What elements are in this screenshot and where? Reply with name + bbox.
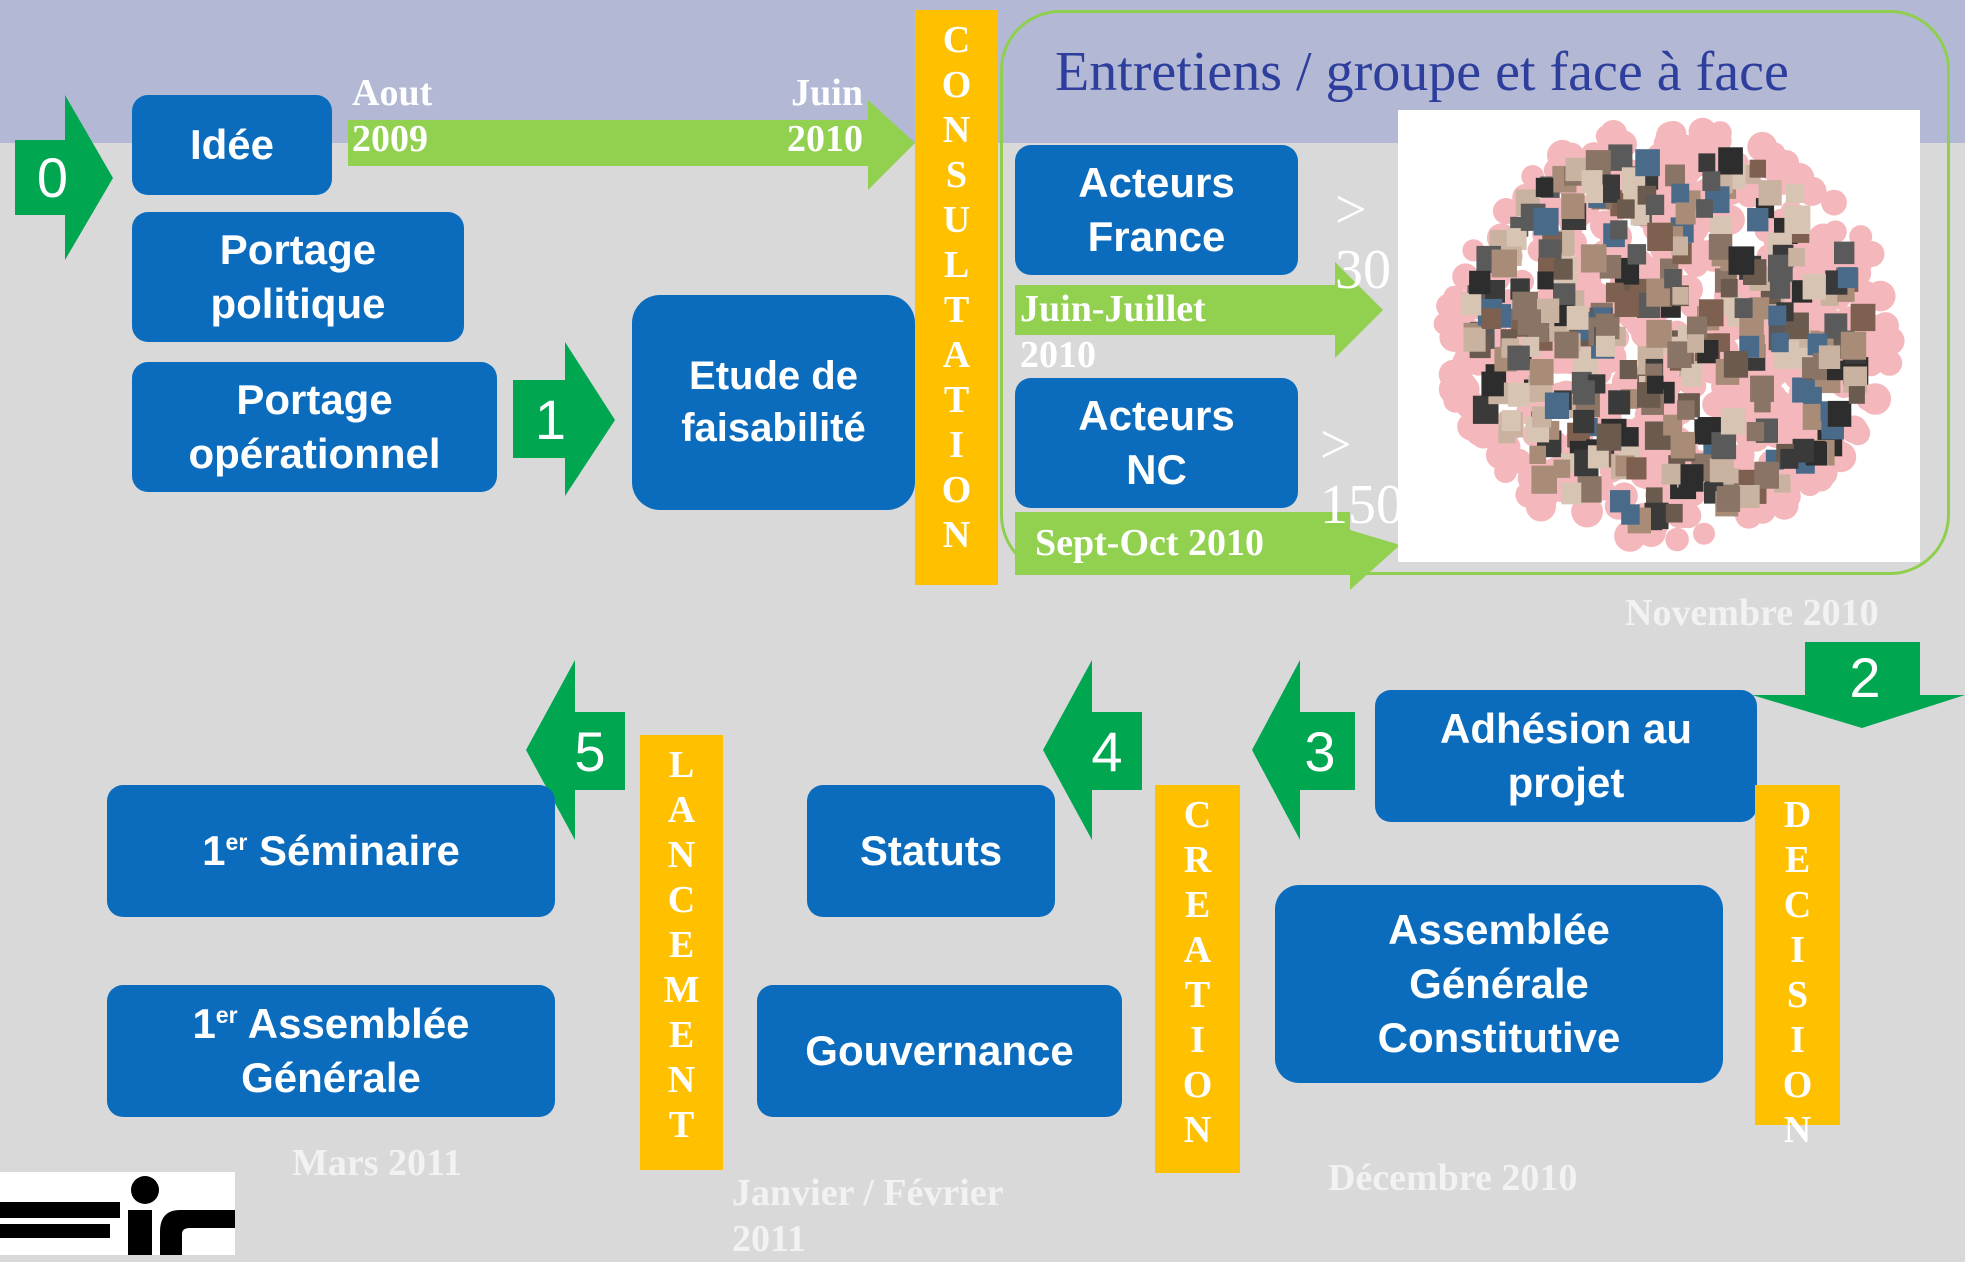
label-juin-juillet-2010: Juin-Juillet 2010 bbox=[1020, 288, 1206, 376]
timeline-arrow-juin-juillet bbox=[1015, 262, 1383, 358]
decision-letter: C bbox=[1783, 884, 1812, 926]
consultation-letter: U bbox=[942, 199, 971, 241]
consultation-letter: T bbox=[943, 379, 970, 421]
box-adhesion-projet: Adhésion au projet bbox=[1375, 690, 1757, 822]
step-4-arrow bbox=[1043, 660, 1142, 840]
label-juin-2010: Juin 2010 bbox=[787, 72, 863, 160]
interviews-outline bbox=[1000, 10, 1950, 575]
consultation-letter: L bbox=[943, 244, 970, 286]
step-2-number: 2 bbox=[1849, 645, 1881, 709]
lancement-letter: E bbox=[668, 1014, 695, 1056]
date-mars-2011: Mars 2011 bbox=[292, 1142, 462, 1184]
box-acteurs-france: Acteurs France bbox=[1015, 145, 1298, 275]
box-portage-operationnel: Portage opérationnel bbox=[132, 362, 497, 492]
date-novembre-2010: Novembre 2010 bbox=[1625, 592, 1879, 634]
box-acteurs-nc: Acteurs NC bbox=[1015, 378, 1298, 508]
diagram-title: Entretiens / groupe et face à face bbox=[1055, 41, 1789, 103]
creation-letter: I bbox=[1190, 1019, 1205, 1061]
step-4-number: 4 bbox=[1091, 719, 1123, 783]
decision-letter: O bbox=[1782, 1064, 1813, 1106]
box-idee: Idée bbox=[132, 95, 332, 195]
timeline-arrow-2009-2010 bbox=[348, 100, 915, 190]
consultation-letter: N bbox=[942, 109, 971, 151]
consultation-letter: N bbox=[942, 514, 971, 556]
lancement-letter: L bbox=[668, 744, 695, 786]
decision-letter: D bbox=[1783, 794, 1812, 836]
label-aout-2009: Aout 2009 bbox=[352, 72, 433, 160]
mosaic-image bbox=[1398, 110, 1920, 562]
creation-letter: A bbox=[1183, 929, 1212, 971]
decision-letter: N bbox=[1783, 1109, 1812, 1151]
organization-logo bbox=[0, 1172, 235, 1255]
lancement-letter: M bbox=[663, 969, 700, 1011]
decision-letter: S bbox=[1786, 974, 1809, 1016]
box-statuts: Statuts bbox=[807, 785, 1055, 917]
box-assemblee-constitutive: Assemblée Générale Constitutive bbox=[1275, 885, 1723, 1083]
decision-letter: I bbox=[1790, 1019, 1805, 1061]
step-1-number: 1 bbox=[534, 387, 567, 451]
box-etude-faisabilite: Etude de faisabilité bbox=[632, 295, 915, 510]
step-3-number: 3 bbox=[1304, 719, 1336, 783]
lancement-letter: N bbox=[667, 834, 696, 876]
label-sept-oct-2010: Sept-Oct 2010 bbox=[1035, 522, 1265, 564]
consultation-letter: T bbox=[943, 289, 970, 331]
creation-letter: R bbox=[1183, 839, 1212, 881]
box-portage-politique: Portage politique bbox=[132, 212, 464, 342]
lancement-letter: T bbox=[668, 1104, 695, 1146]
step-0-arrow bbox=[15, 95, 113, 260]
step-0-number: 0 bbox=[36, 146, 69, 209]
count-nc: > 150 bbox=[1320, 414, 1404, 536]
decision-letter: E bbox=[1784, 839, 1811, 881]
step-5-number: 5 bbox=[574, 719, 606, 783]
creation-letter: C bbox=[1183, 794, 1212, 836]
step-3-arrow bbox=[1252, 660, 1355, 840]
creation-letter: O bbox=[1182, 1064, 1213, 1106]
decision-letter: I bbox=[1790, 929, 1805, 971]
creation-letter: E bbox=[1184, 884, 1211, 926]
box-premier-seminaire: 1er Séminaire bbox=[107, 785, 555, 917]
consultation-letter: S bbox=[945, 154, 968, 196]
creation-letter: N bbox=[1183, 1109, 1212, 1151]
date-decembre-2010: Décembre 2010 bbox=[1328, 1157, 1578, 1199]
consultation-letter: I bbox=[949, 424, 964, 466]
consultation-letter: A bbox=[942, 334, 971, 376]
lancement-letter: A bbox=[667, 789, 696, 831]
date-janvier-fevrier-2011: Janvier / Février 2011 bbox=[732, 1172, 1004, 1260]
consultation-letter: C bbox=[942, 19, 971, 61]
count-france: > 30 bbox=[1335, 179, 1391, 301]
step-1-arrow bbox=[513, 342, 615, 496]
step-2-arrow bbox=[1752, 642, 1965, 728]
consultation-letter: O bbox=[941, 469, 972, 511]
timeline-arrow-sept-oct bbox=[1015, 512, 1400, 590]
box-gouvernance: Gouvernance bbox=[757, 985, 1122, 1117]
creation-letter: T bbox=[1184, 974, 1211, 1016]
consultation-letter: O bbox=[941, 64, 972, 106]
participants-photo-mosaic bbox=[1398, 110, 1920, 562]
lancement-letter: E bbox=[668, 924, 695, 966]
lancement-letter: N bbox=[667, 1059, 696, 1101]
lancement-letter: C bbox=[667, 879, 696, 921]
